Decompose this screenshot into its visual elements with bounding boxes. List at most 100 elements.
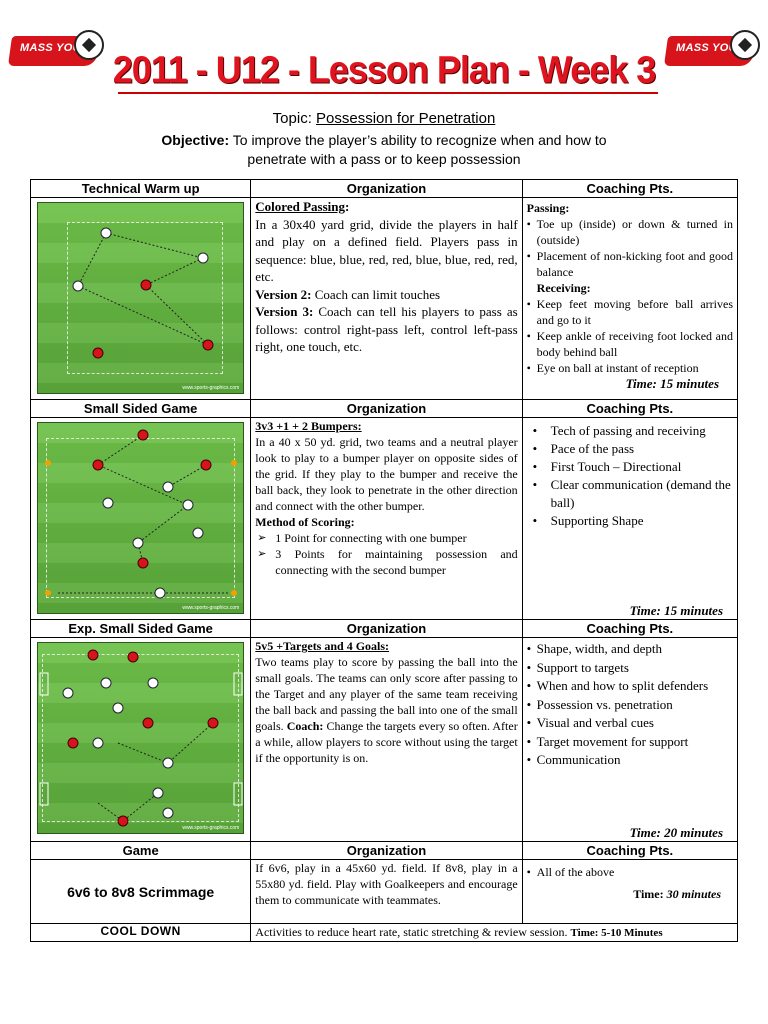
coaching-points-header: Coaching Pts.	[521, 399, 739, 418]
exp-diagram-cell: www.sports-graphics.com	[29, 637, 252, 842]
small-goal-icon	[233, 782, 243, 806]
ssg-organization-cell: 3v3 +1 + 2 Bumpers: In a 40 x 50 yd. gri…	[250, 417, 523, 620]
topic-line: Topic: Possession for Penetration	[0, 110, 768, 127]
player-white-icon	[197, 252, 209, 264]
organization-header: Organization	[250, 841, 523, 860]
player-red-icon	[137, 557, 149, 569]
exp-organization-cell: 5v5 +Targets and 4 Goals: Two teams play…	[250, 637, 523, 842]
section-label: Exp. Small Sided Game	[29, 619, 252, 638]
warmup-coaching-cell: Passing: Toe up (inside) or down & turne…	[521, 197, 739, 400]
bumper-player-icon	[137, 429, 149, 441]
objective-label: Objective:	[161, 132, 230, 148]
ssg-players-diagram	[45, 429, 237, 599]
target-player-icon	[162, 807, 174, 819]
mass-youth-logo: MASS YOUTH	[663, 30, 760, 76]
list-item: Eye on ball at instant of reception	[527, 360, 733, 376]
warmup-organization-cell: Colored Passing: In a 30x40 yard grid, d…	[250, 197, 523, 400]
ssg-row: www.sports-graphics.com 3v3 +1 + 2 Bumpe…	[29, 417, 739, 620]
player-red-icon	[92, 347, 104, 359]
list-item: All of the above	[527, 864, 733, 880]
receiving-label: Receiving:	[536, 281, 591, 295]
list-item: Supporting Shape	[527, 512, 733, 530]
game-name: 6v6 to 8v8 Scrimmage	[29, 859, 252, 924]
page-title: 2011 - U12 - Lesson Plan - Week 3	[112, 47, 657, 91]
scoring-list: 1 Point for connecting with one bumper 3…	[255, 530, 517, 578]
pass-line	[105, 232, 204, 259]
game-description: If 6v6, play in a 45x60 yd. field. If 8v…	[255, 861, 518, 907]
time-value: 30 minutes	[666, 887, 721, 901]
small-goal-icon	[39, 672, 49, 696]
pass-line	[77, 285, 209, 346]
cone-icon	[231, 590, 237, 596]
list-item: Toe up (inside) or down & turned in (out…	[527, 216, 733, 248]
player-white-icon	[92, 737, 104, 749]
scoring-label: Method of Scoring:	[255, 515, 355, 529]
player-red-icon	[207, 717, 219, 729]
cone-icon	[231, 460, 237, 466]
mass-youth-logo: MASS YOUTH	[7, 30, 104, 76]
player-white-icon	[112, 702, 124, 714]
player-white-icon	[147, 677, 159, 689]
list-item: Tech of passing and receiving	[527, 422, 733, 440]
version-2-text: Coach can limit touches	[314, 286, 441, 302]
list-item: Pace of the pass	[527, 440, 733, 458]
list-item: 3 Points for maintaining possession and …	[255, 546, 517, 578]
small-goal-icon	[39, 782, 49, 806]
player-red-icon	[142, 717, 154, 729]
game-coaching-cell: All of the above Time: 30 minutes	[521, 859, 739, 924]
cooldown-time: Time: 5-10 Minutes	[570, 927, 663, 939]
exp-field-diagram: www.sports-graphics.com	[37, 642, 245, 834]
list-item: Keep feet moving before ball arrives and…	[527, 296, 733, 328]
player-red-icon	[67, 737, 79, 749]
section-header-row: Game Organization Coaching Pts.	[29, 841, 739, 860]
player-white-icon	[162, 757, 174, 769]
player-red-icon	[140, 279, 152, 291]
drill-title: Colored Passing	[255, 199, 345, 214]
player-red-icon	[127, 651, 139, 663]
player-white-icon	[100, 227, 112, 239]
warmup-players-diagram	[72, 227, 214, 359]
list-item: Clear communication (demand the ball)	[527, 476, 733, 512]
list-item: When and how to split defenders	[527, 677, 733, 696]
objective: Objective: To improve the player’s abili…	[60, 131, 708, 169]
topic-value: Possession for Penetration	[316, 110, 496, 127]
list-item: First Touch – Directional	[527, 458, 733, 476]
game-time: Time: 30 minutes	[527, 886, 733, 902]
list-item: Communication	[527, 751, 733, 770]
player-white-icon	[132, 537, 144, 549]
drill-description: Two teams play to score by passing the b…	[255, 655, 518, 733]
topic-label: Topic:	[272, 110, 312, 127]
player-white-icon	[100, 677, 112, 689]
exp-coaching-cell: Shape, width, and depth Support to targe…	[521, 637, 739, 842]
soccer-ball-icon	[74, 30, 104, 60]
section-header-row: Technical Warm up Organization Coaching …	[29, 179, 739, 198]
coaching-points-header: Coaching Pts.	[521, 179, 739, 198]
player-red-icon	[200, 459, 212, 471]
coach-label: Coach:	[286, 719, 324, 733]
drill-title: 5v5 +Targets and 4 Goals:	[255, 639, 390, 653]
version-2-label: Version 2:	[255, 286, 312, 302]
player-white-icon	[192, 527, 204, 539]
player-red-icon	[92, 459, 104, 471]
player-red-icon	[117, 815, 129, 827]
list-item: Placement of non-kicking foot and good b…	[527, 248, 733, 280]
objective-line1: To improve the player’s ability to recog…	[232, 132, 607, 148]
organization-header: Organization	[250, 399, 523, 418]
coach-text: Change the targets every so often. After…	[255, 719, 518, 765]
section-label: Technical Warm up	[29, 179, 252, 198]
passing-points: Toe up (inside) or down & turned in (out…	[527, 216, 733, 280]
coaching-points: Tech of passing and receiving Pace of th…	[527, 422, 733, 530]
ssg-diagram-cell: www.sports-graphics.com	[29, 417, 252, 620]
cooldown-label: COOL DOWN	[29, 923, 252, 942]
section-label: Game	[29, 841, 252, 860]
warmup-diagram-cell: www.sports-graphics.com	[29, 197, 252, 400]
pass-line	[97, 792, 159, 822]
diagram-credit: www.sports-graphics.com	[182, 605, 240, 611]
cone-icon	[45, 590, 51, 596]
drill-description: In a 30x40 yard grid, divide the players…	[255, 216, 518, 285]
ssg-coaching-cell: Tech of passing and receiving Pace of th…	[521, 417, 739, 620]
coaching-points-header: Coaching Pts.	[521, 841, 739, 860]
section-header-row: Exp. Small Sided Game Organization Coach…	[29, 619, 739, 638]
target-player-icon	[87, 649, 99, 661]
pass-line	[77, 232, 107, 287]
